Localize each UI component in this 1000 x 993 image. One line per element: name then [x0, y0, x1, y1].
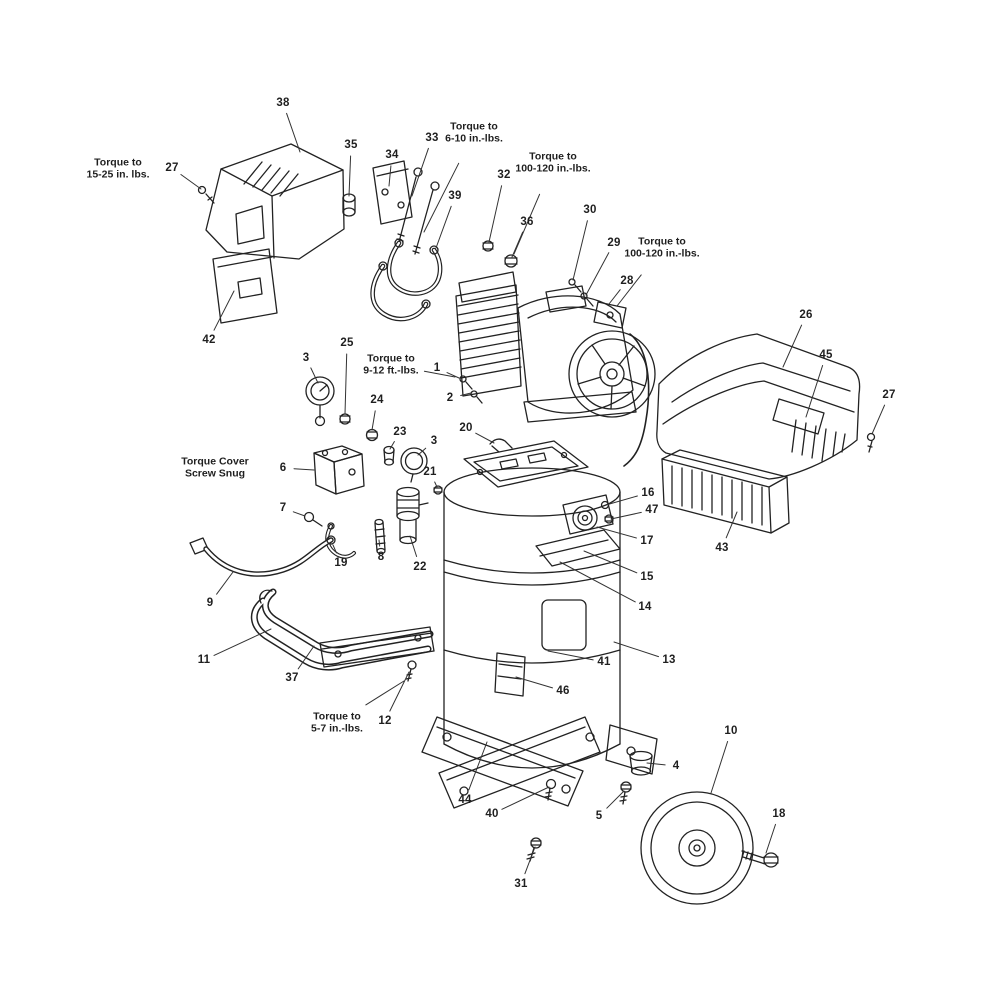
part-33-bolts-drawing — [396, 167, 440, 255]
part-26-shroud-drawing — [656, 333, 861, 480]
part-32-fitting-drawing — [482, 240, 494, 252]
leader-line — [293, 468, 315, 471]
leader-line — [389, 441, 395, 450]
part-34-bracket-drawing — [372, 160, 413, 225]
leader-line — [446, 372, 460, 379]
leader-line — [292, 511, 306, 517]
leader-line — [213, 290, 235, 331]
leader-line — [501, 786, 550, 810]
leader-line — [378, 539, 381, 547]
leader-line — [389, 671, 410, 712]
leader-lines — [180, 112, 886, 875]
part-30-screw-drawing — [568, 278, 582, 293]
pump-finned-cylinder-drawing — [455, 271, 522, 397]
part-36-fitting-drawing — [504, 254, 518, 268]
leader-line — [475, 432, 495, 444]
part-6-manifold-drawing — [313, 445, 365, 495]
leader-line — [511, 231, 524, 258]
leader-line — [388, 165, 392, 187]
part-29-screw-drawing — [580, 292, 594, 307]
leader-line — [348, 155, 352, 197]
leader-line — [468, 741, 488, 791]
leader-line — [423, 370, 456, 378]
leader-line — [417, 447, 427, 456]
leader-line — [605, 495, 638, 506]
part-22-regulator-drawing — [396, 486, 429, 545]
leader-line — [646, 762, 666, 766]
part-7-fitting-drawing — [303, 511, 323, 527]
leader-line — [513, 193, 541, 255]
part-43-louver-panel-drawing — [661, 449, 790, 534]
part-11-handle-drawing — [250, 588, 434, 671]
part-17-pressure-switch-drawing — [535, 494, 621, 567]
leader-line — [606, 790, 625, 809]
leader-line — [365, 680, 405, 706]
part-20-saddle-plate-drawing — [463, 438, 589, 488]
leader-line — [608, 289, 621, 305]
leader-line — [409, 535, 418, 557]
part-40-bolt-drawing — [544, 778, 557, 801]
leader-line — [180, 174, 202, 190]
leader-line — [805, 365, 824, 418]
leader-line — [710, 741, 729, 794]
part-12-screw-drawing — [405, 660, 417, 682]
motor-assembly-drawing — [517, 285, 656, 467]
leader-line — [524, 846, 536, 875]
part-23-fitting-drawing — [383, 445, 395, 466]
leader-line — [583, 550, 638, 574]
leader-line — [725, 511, 738, 539]
part-27-screw-right-drawing — [866, 432, 876, 453]
leader-line — [332, 544, 337, 554]
leader-line — [547, 650, 594, 661]
leader-line — [488, 185, 503, 243]
part-39-tubes-drawing — [370, 238, 443, 322]
part-18-axle-bolt-drawing — [741, 850, 779, 868]
part-44-base-feet-drawing — [421, 716, 601, 809]
part-4-bumper-drawing — [629, 750, 653, 776]
part-1-bolt-drawing — [459, 375, 473, 390]
part-2-bolt-drawing — [470, 390, 483, 404]
leader-line — [460, 392, 472, 396]
part-3-gauge-right-drawing — [400, 447, 428, 483]
part-19-tube-drawing — [325, 522, 356, 559]
part-37-bracket-drawing — [319, 626, 435, 668]
leader-line — [610, 511, 642, 520]
leader-line — [213, 628, 272, 656]
leader-line — [596, 526, 637, 539]
leader-line — [585, 252, 610, 296]
leader-line — [423, 162, 460, 233]
leader-line — [572, 220, 588, 281]
leader-line — [434, 481, 438, 488]
leader-line — [765, 823, 776, 854]
leader-line — [310, 367, 319, 384]
part-21-fitting-drawing — [433, 485, 443, 495]
part-25-fitting-drawing — [339, 413, 351, 425]
part-8-nipple-drawing — [374, 518, 386, 555]
leader-line — [297, 645, 315, 670]
leader-line — [344, 353, 348, 415]
part-3-gauge-left-drawing — [305, 376, 335, 427]
leader-line — [216, 571, 234, 595]
part-42-baffle-drawing — [212, 248, 278, 324]
part-10-wheel-drawing — [640, 791, 754, 905]
leader-line — [286, 112, 301, 153]
leader-line — [871, 404, 886, 435]
leader-line — [782, 324, 803, 368]
part-5-bolt-drawing — [619, 781, 632, 805]
part-27-screw-left-drawing — [197, 185, 215, 204]
part-35-spacer-drawing — [342, 193, 356, 217]
leader-line — [515, 676, 553, 689]
part-9-tube-drawing — [189, 535, 336, 577]
leader-line — [411, 147, 429, 197]
part-38-shroud-drawing — [205, 143, 345, 260]
leader-line — [616, 274, 642, 307]
leader-line — [559, 561, 636, 603]
part-13-tank-drawing — [443, 467, 621, 769]
leader-line — [435, 205, 452, 249]
leader-line — [371, 410, 376, 431]
leader-line — [613, 641, 659, 658]
part-24-fitting-drawing — [365, 428, 379, 442]
